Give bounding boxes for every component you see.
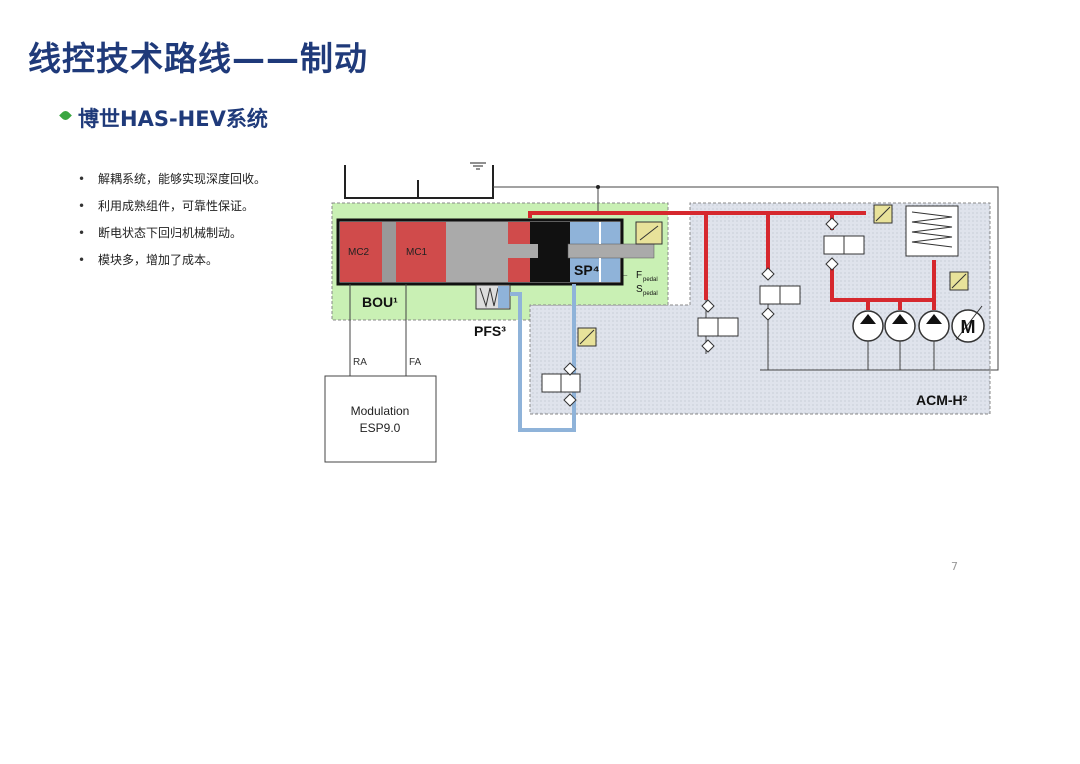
pump-2 <box>884 310 916 342</box>
bullet-item: 解耦系统，能够实现深度回收。 <box>78 172 266 199</box>
f-pedal-label: F <box>636 270 642 281</box>
return-line <box>493 186 999 371</box>
valve-acm-3 <box>823 217 865 271</box>
pump-3 <box>918 310 950 342</box>
acm-label: ACM-H² <box>916 392 968 408</box>
section-subtitle: 博世HAS-HEV系统 <box>78 107 268 131</box>
ra-label: RA <box>353 357 367 368</box>
acm-zone <box>529 202 991 415</box>
modulation-box <box>324 375 437 463</box>
mc1-chamber <box>396 222 446 282</box>
pump-1 <box>852 310 884 342</box>
fa-label: FA <box>409 357 422 368</box>
bullet-item: 断电状态下回归机械制动。 <box>78 226 266 253</box>
bullet-item: 模块多，增加了成本。 <box>78 253 266 280</box>
motor: M <box>951 305 985 343</box>
modulation-label: Modulation <box>351 404 410 418</box>
accumulator <box>905 205 959 257</box>
hydraulic-line <box>528 211 866 218</box>
valve-acm-2 <box>759 267 801 321</box>
pfs-label: PFS³ <box>474 323 506 339</box>
svg-text:pedal: pedal <box>643 277 658 283</box>
s-pedal-label: S <box>636 284 643 295</box>
svg-text:←: ← <box>620 269 629 279</box>
sp-label: SP⁴ <box>574 262 600 278</box>
bullet-item: 利用成熟组件，可靠性保证。 <box>78 199 266 226</box>
page-number: 7 <box>951 560 958 573</box>
svg-text:pedal: pedal <box>643 291 658 297</box>
mc2-label: MC2 <box>348 247 370 258</box>
bullet-list: 解耦系统，能够实现深度回收。 利用成熟组件，可靠性保证。 断电状态下回归机械制动… <box>78 172 266 280</box>
slide-title: 线控技术路线——制动 <box>28 39 368 78</box>
mc1-label: MC1 <box>406 247 428 258</box>
mc2-chamber <box>340 222 382 282</box>
valve-acm-1 <box>697 299 739 353</box>
svg-text:M: M <box>961 317 976 337</box>
esp-label: ESP9.0 <box>360 421 401 435</box>
valve-pfs <box>541 362 581 407</box>
bou-label: BOU¹ <box>362 294 398 310</box>
